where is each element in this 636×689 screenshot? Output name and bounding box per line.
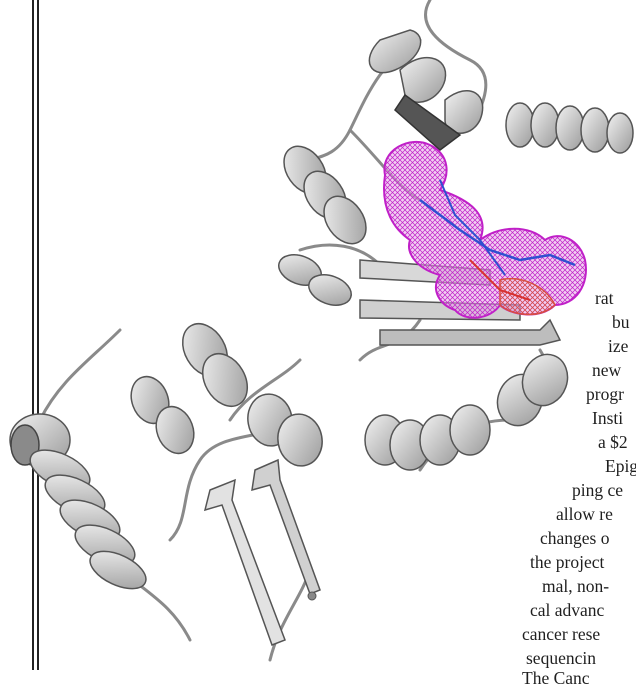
text-line: Epig (605, 456, 636, 477)
text-line: The Canc (522, 668, 590, 689)
text-line: changes o (540, 528, 610, 549)
text-line: the project (530, 552, 604, 573)
text-line: sequencin (526, 648, 596, 669)
ligand-density-mesh (384, 142, 586, 318)
text-line: bu (612, 312, 630, 333)
helix-middle (275, 138, 375, 310)
text-line: mal, non- (542, 576, 609, 597)
text-line: cal advanc (530, 600, 604, 621)
text-line: rat (595, 288, 613, 309)
beta-arrows-bottom (205, 460, 320, 645)
text-line: progr (586, 384, 624, 405)
text-line: allow re (556, 504, 613, 525)
text-line: new (592, 360, 621, 381)
text-line: a $2 (598, 432, 628, 453)
helix-left (10, 414, 152, 596)
text-line: Insti (592, 408, 623, 429)
helix-right (506, 103, 633, 153)
text-line: ize (608, 336, 628, 357)
text-line: ping ce (572, 480, 623, 501)
text-line: cancer rese (522, 624, 600, 645)
